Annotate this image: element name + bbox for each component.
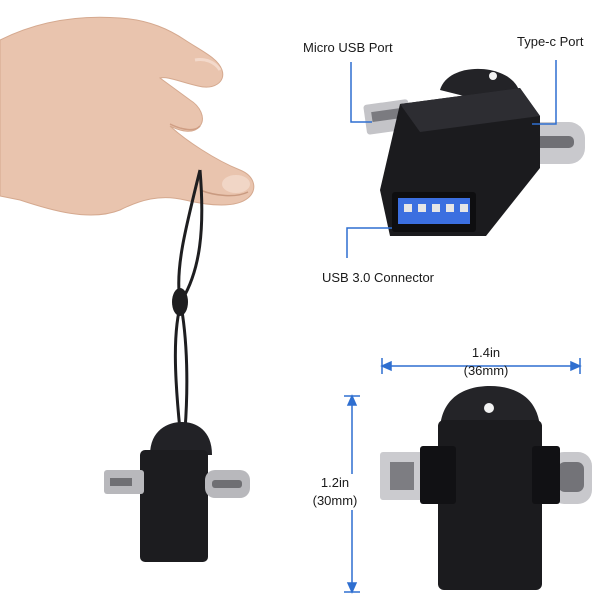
adapter-angled-view <box>363 68 585 236</box>
width-in: 1.4in <box>471 345 501 360</box>
micro-usb-port-label: Micro USB Port <box>303 40 393 55</box>
height-mm: (30mm) <box>312 493 358 508</box>
adapter-front-view <box>380 386 592 590</box>
height-dimension: 1.2in (30mm) <box>300 474 370 510</box>
hand <box>0 16 255 216</box>
lanyard-bead <box>172 288 188 316</box>
hanging-adapter <box>104 422 250 562</box>
usb3-connector-label: USB 3.0 Connector <box>322 270 435 285</box>
type-c-port-label: Type-c Port <box>517 34 584 49</box>
callout-lines <box>346 60 557 258</box>
width-dimension: 1.4in (36mm) <box>446 344 526 380</box>
height-in: 1.2in <box>320 475 350 490</box>
width-mm: (36mm) <box>463 363 509 378</box>
